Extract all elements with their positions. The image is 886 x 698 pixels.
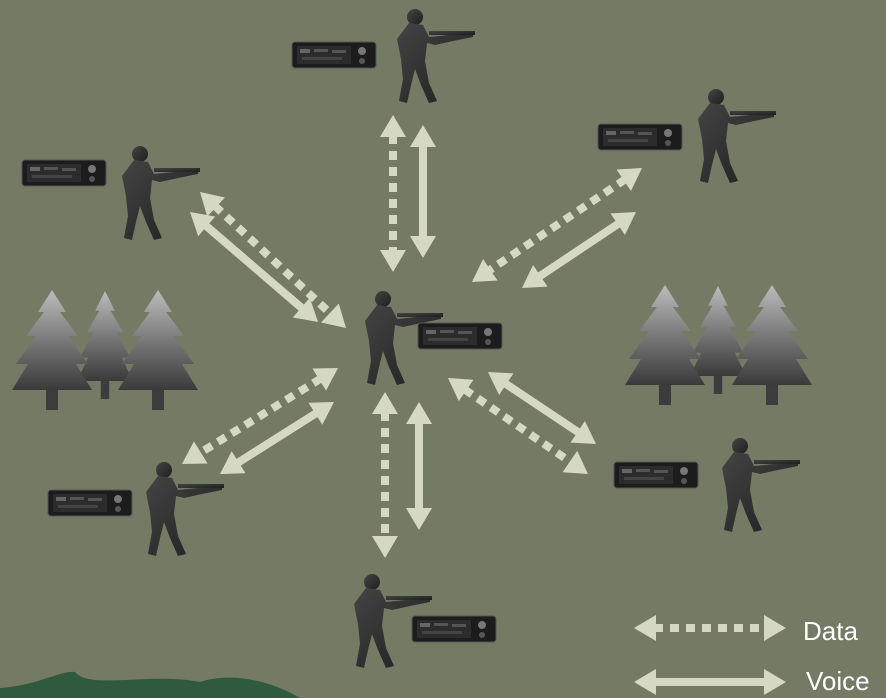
tree-group-right <box>625 285 812 405</box>
pine-tree-icon <box>732 285 812 405</box>
field-radio-icon <box>412 616 496 642</box>
link-arrows <box>182 115 642 558</box>
legend-data-label: Data <box>803 616 858 646</box>
field-radio-icon <box>292 42 376 68</box>
soldier-silhouette-icon <box>122 146 200 240</box>
hill-shape <box>0 672 300 698</box>
soldier-silhouette-icon <box>146 462 224 556</box>
voice-arrow <box>220 402 334 474</box>
voice-arrow <box>410 125 436 258</box>
soldier-node-top-right <box>598 89 776 183</box>
data-arrow <box>372 392 398 558</box>
tree-group-left <box>12 290 198 410</box>
field-radio-icon <box>598 124 682 150</box>
data-arrow <box>380 115 406 272</box>
soldier-node-bottom <box>354 574 496 668</box>
soldier-node-top-left <box>22 146 200 240</box>
voice-arrow <box>190 212 318 322</box>
voice-arrow-sample <box>634 669 786 695</box>
soldier-silhouette-icon <box>722 438 800 532</box>
field-radio-icon <box>48 490 132 516</box>
soldier-node-bottom-right <box>614 438 800 532</box>
soldier-silhouette-icon <box>397 9 475 103</box>
soldier-node-center <box>365 291 502 385</box>
field-radio-icon <box>614 462 698 488</box>
legend-data-arrow <box>634 615 786 641</box>
data-arrow-sample <box>634 615 786 641</box>
field-radio-icon <box>22 160 106 186</box>
voice-arrow <box>488 372 596 444</box>
pine-tree-icon <box>118 290 198 410</box>
field-radio-icon <box>418 323 502 349</box>
legend-voice-arrow <box>634 669 786 695</box>
pine-tree-icon <box>12 290 92 410</box>
legend-voice-label: Voice <box>806 666 870 696</box>
legend: Data Voice <box>634 615 870 696</box>
pine-tree-icon <box>625 285 705 405</box>
soldier-node-bottom-left <box>48 462 224 556</box>
data-arrow <box>200 192 346 328</box>
voice-arrow <box>406 402 432 530</box>
soldier-node-top <box>292 9 475 103</box>
voice-arrow <box>522 212 636 288</box>
soldier-silhouette-icon <box>698 89 776 183</box>
